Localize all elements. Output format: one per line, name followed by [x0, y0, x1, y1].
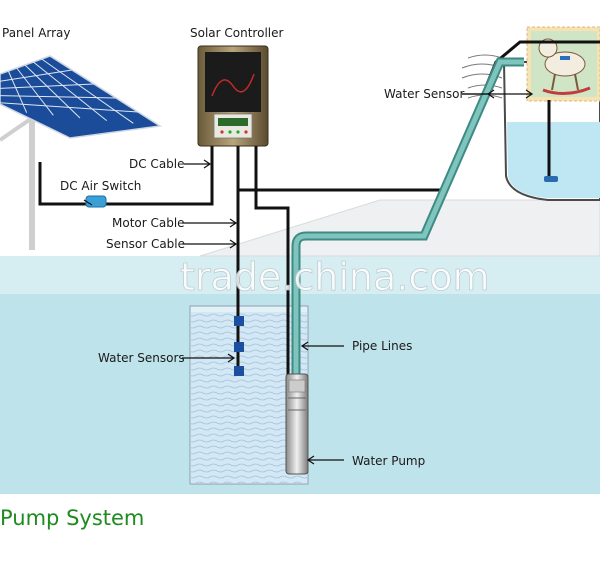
water-pump — [285, 373, 309, 475]
label-solar-controller: Solar Controller — [190, 26, 283, 40]
solar-controller — [197, 45, 269, 147]
well-sensor-2 — [234, 342, 244, 352]
label-sensor-cable: Sensor Cable — [106, 237, 185, 251]
panel-grid-line — [41, 58, 134, 124]
panel-grid-line — [24, 64, 81, 119]
panel-grid-line — [33, 61, 107, 122]
label-water-sensors: Water Sensors — [98, 351, 185, 365]
panel-grid-line — [0, 102, 139, 113]
panel-grid-line — [0, 69, 73, 82]
panel-grid-line — [0, 83, 95, 89]
label-dc-air-switch: DC Air Switch — [60, 179, 141, 193]
solar-panel-array — [0, 55, 163, 139]
panel-brace — [0, 116, 34, 142]
dc-air-switch — [85, 195, 107, 208]
horse-stamp-image — [526, 26, 600, 102]
sensor-cable-line — [254, 146, 290, 384]
label-panel-array: Panel Array — [2, 26, 71, 40]
label-motor-cable: Motor Cable — [112, 216, 185, 230]
panel-grid-line — [0, 95, 117, 99]
watermark-text: trade.china.com — [180, 255, 490, 299]
diagram-title: Pump System — [0, 506, 144, 530]
label-water-pump: Water Pump — [352, 454, 425, 468]
panel-grid-line — [16, 67, 54, 116]
well-sensor-1 — [234, 316, 244, 326]
label-pipe-lines: Pipe Lines — [352, 339, 412, 353]
label-dc-cable: DC Cable — [129, 157, 185, 171]
well-sensor-3 — [234, 366, 244, 376]
label-water-sensor: Water Sensor — [384, 87, 464, 101]
label-arrows — [83, 89, 534, 465]
panel-grid-line — [7, 70, 28, 113]
dc-cable-line — [38, 146, 214, 206]
